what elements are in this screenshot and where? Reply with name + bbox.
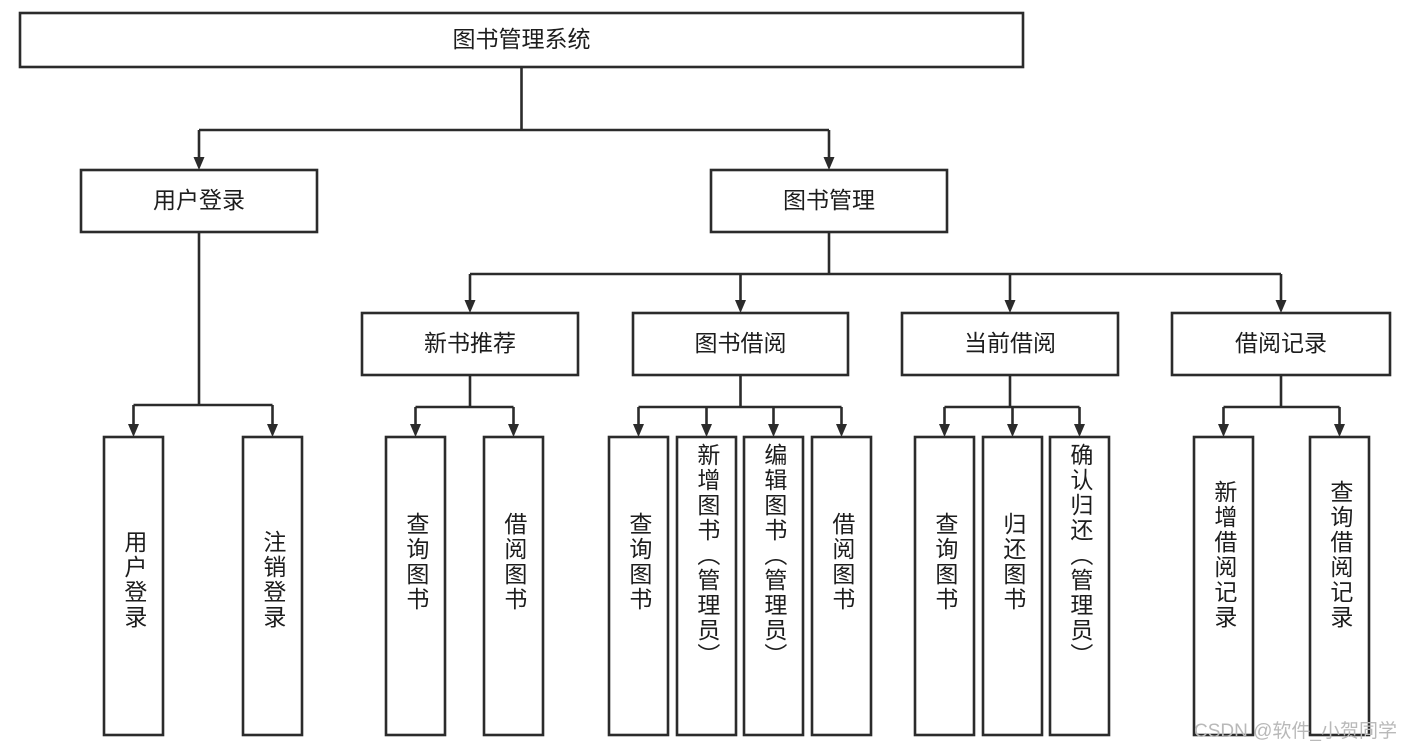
node-box-leaf-borrow-book-1[interactable] <box>482 435 545 737</box>
node-box-leaf-borrow-book-2[interactable] <box>810 435 873 737</box>
arrow-head <box>410 424 421 437</box>
arrow-head <box>701 424 712 437</box>
node-box-leaf-user-logout[interactable] <box>241 435 304 737</box>
node-label-borrow-record: 借阅记录 <box>1235 330 1327 356</box>
arrow-head <box>1004 300 1016 313</box>
node-label-new-book-rec: 新书推荐 <box>424 330 516 356</box>
node-box-leaf-query-record[interactable] <box>1308 435 1371 737</box>
arrow-head <box>836 424 847 437</box>
node-box-book-borrow[interactable] <box>631 311 850 377</box>
connector-lines <box>128 67 1345 437</box>
node-box-leaf-edit-book[interactable] <box>742 435 805 737</box>
node-box-leaf-confirm-return[interactable] <box>1048 435 1111 737</box>
arrow-head <box>939 424 950 437</box>
node-box-new-book-rec[interactable] <box>360 311 580 377</box>
node-box-user-login[interactable] <box>79 168 319 234</box>
arrow-head <box>768 424 779 437</box>
arrow-head <box>1334 424 1345 437</box>
arrow-head <box>508 424 519 437</box>
node-box-book-manage[interactable] <box>709 168 949 234</box>
node-box-leaf-add-record[interactable] <box>1192 435 1255 737</box>
node-box-current-borrow[interactable] <box>900 311 1120 377</box>
arrow-head <box>1074 424 1085 437</box>
node-label-current-borrow: 当前借阅 <box>964 330 1056 356</box>
arrow-head <box>1275 300 1287 313</box>
node-label-root: 图书管理系统 <box>453 26 591 52</box>
arrow-head <box>464 300 476 313</box>
arrow-head <box>735 300 746 313</box>
node-box-leaf-query-book-1[interactable] <box>384 435 447 737</box>
node-box-leaf-query-book-2[interactable] <box>607 435 670 737</box>
node-box-leaf-return-book[interactable] <box>981 435 1044 737</box>
arrow-head <box>1007 424 1018 437</box>
arrow-head <box>193 157 205 170</box>
arrow-head <box>267 424 278 437</box>
arrow-head <box>1218 424 1229 437</box>
watermark-text: CSDN @软件_小贺同学 <box>1194 721 1397 742</box>
node-box-leaf-user-login[interactable] <box>102 435 165 737</box>
node-box-borrow-record[interactable] <box>1170 311 1392 377</box>
node-boxes <box>18 11 1392 737</box>
arrow-head <box>128 424 139 437</box>
node-box-root[interactable] <box>18 11 1025 69</box>
node-box-leaf-query-book-3[interactable] <box>913 435 976 737</box>
arrow-head <box>633 424 644 437</box>
node-label-book-borrow: 图书借阅 <box>695 330 787 356</box>
node-label-book-manage: 图书管理 <box>783 187 875 213</box>
node-label-user-login: 用户登录 <box>153 187 245 213</box>
node-box-leaf-add-book[interactable] <box>675 435 738 737</box>
arrow-head <box>823 157 835 170</box>
